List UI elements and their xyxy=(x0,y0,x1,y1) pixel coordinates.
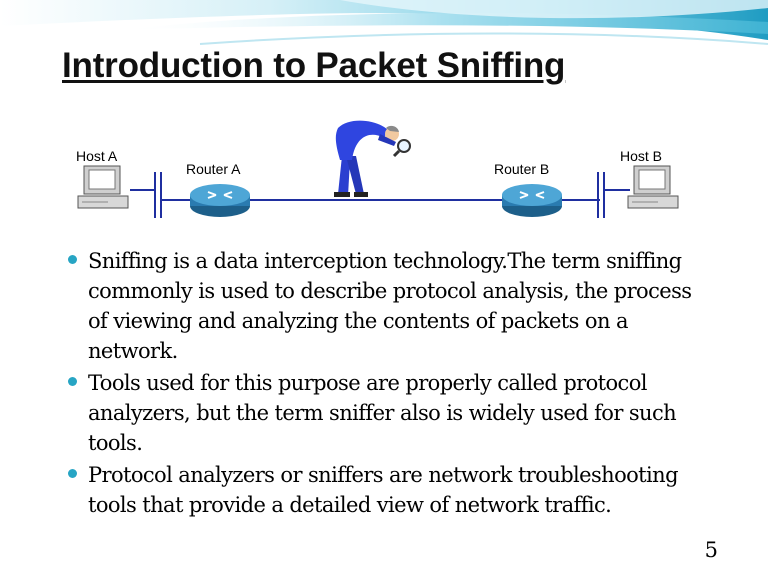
list-item: Protocol analyzers or sniffers are netwo… xyxy=(68,460,708,520)
bullet-list: Sniffing is a data interception technolo… xyxy=(68,246,708,522)
router-a-label: Router A xyxy=(186,161,241,177)
bullet-icon xyxy=(68,377,77,386)
router-b-label: Router B xyxy=(494,161,550,177)
sniffer-person-icon xyxy=(334,120,399,197)
header-swoosh-decoration xyxy=(0,0,768,45)
slide-title: Introduction to Packet Sniffing xyxy=(62,46,566,85)
computer-icon xyxy=(627,165,679,209)
network-diagram: Host A Router A Router B Host B xyxy=(60,110,700,235)
host-b-label: Host B xyxy=(620,148,663,164)
router-icon xyxy=(502,184,562,217)
magnifying-glass-icon xyxy=(392,139,411,158)
list-item: Tools used for this purpose are properly… xyxy=(68,368,708,458)
host-a-label: Host A xyxy=(76,148,118,164)
bullet-icon xyxy=(68,255,77,264)
list-item: Sniffing is a data interception technolo… xyxy=(68,246,708,366)
bullet-text: Sniffing is a data interception technolo… xyxy=(88,249,692,363)
bullet-icon xyxy=(68,469,77,478)
bullet-text: Tools used for this purpose are properly… xyxy=(88,371,677,455)
router-icon xyxy=(190,184,250,217)
bullet-text: Protocol analyzers or sniffers are netwo… xyxy=(88,463,679,517)
page-number: 5 xyxy=(704,538,718,562)
computer-icon xyxy=(77,165,129,209)
